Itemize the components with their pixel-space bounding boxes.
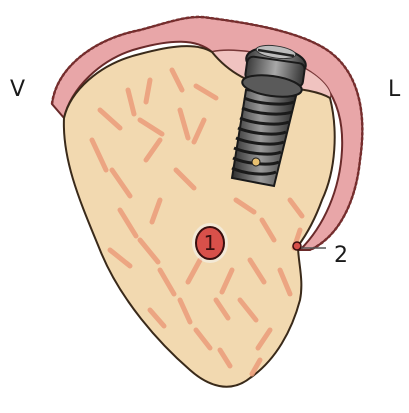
pointer-2-label: 2 [334, 243, 348, 268]
right-side-label: L [388, 77, 401, 102]
left-side-label: V [10, 77, 25, 102]
pointer-2: 2 [293, 242, 348, 268]
marker-1-label: 1 [204, 231, 217, 255]
marker-1: 1 [192, 223, 228, 263]
